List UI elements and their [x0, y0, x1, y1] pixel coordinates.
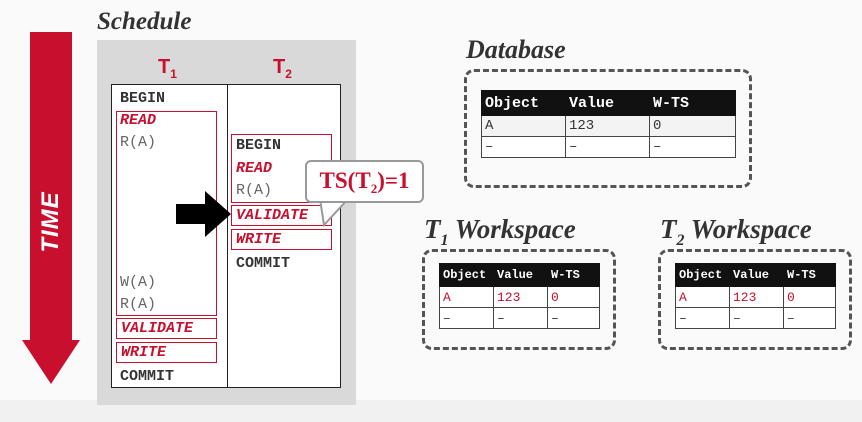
column-header: Value [729, 263, 784, 287]
footer-band [0, 400, 862, 422]
t1-op-write-a: W(A) [120, 274, 157, 291]
column-header: Value [565, 90, 650, 116]
table-cell: – [439, 307, 494, 329]
arrow-shaft [176, 204, 206, 224]
database-table: Object Value W-TS A 123 0 – – – [481, 90, 736, 158]
table-cell: – [493, 307, 548, 329]
schedule-title: Schedule [97, 8, 192, 35]
column-header: Value [493, 263, 548, 287]
column-header: Object [675, 263, 730, 287]
table-header-row: Object Value W-TS [439, 263, 600, 287]
callout-suffix: )=1 [377, 168, 410, 193]
table-cell: 0 [649, 115, 736, 137]
column-header: W-TS [783, 263, 836, 287]
table-row: A 123 0 [481, 115, 736, 137]
t2-op-write: WRITE [236, 231, 282, 248]
table-cell: 123 [493, 286, 548, 308]
table-header-row: Object Value W-TS [675, 263, 836, 287]
t1-workspace-title-main: T [424, 214, 441, 244]
t1-header-main: T [158, 56, 171, 78]
table-cell: A [675, 286, 730, 308]
t1-write-box [116, 342, 217, 363]
callout-prefix: TS(T [319, 168, 371, 193]
t2-workspace-title-sub: 2 [676, 232, 685, 249]
time-label: TIME [37, 191, 64, 253]
table-row: A 123 0 [439, 286, 600, 308]
table-cell: – [649, 136, 736, 158]
t1-workspace-box [422, 249, 616, 350]
column-header: Object [439, 263, 494, 287]
table-row: A 123 0 [675, 286, 836, 308]
table-cell: 123 [729, 286, 784, 308]
table-cell: A [481, 115, 566, 137]
table-cell: – [729, 307, 784, 329]
t2-op-commit: COMMIT [236, 255, 291, 272]
t2-op-validate: VALIDATE [236, 207, 309, 224]
table-row: – – – [675, 307, 836, 329]
callout-tail [318, 199, 350, 227]
t2-workspace-title: T2 Workspace [660, 214, 812, 249]
time-arrow: TIME [22, 32, 82, 384]
t1-op-write: WRITE [121, 344, 167, 361]
t1-workspace-table: Object Value W-TS A 123 0 – – – [439, 263, 600, 329]
t1-header: T1 [158, 56, 177, 81]
t2-header-sub: 2 [285, 67, 292, 81]
t2-op-read-a: R(A) [236, 182, 273, 199]
database-title: Database [466, 35, 566, 64]
table-header-row: Object Value W-TS [481, 90, 736, 116]
callout-sub: 2 [370, 181, 378, 196]
t2-header-main: T [273, 56, 286, 78]
table-cell: 0 [783, 286, 836, 308]
time-arrow-shaft [30, 32, 72, 340]
timestamp-callout: TS(T2)=1 [305, 160, 424, 203]
table-cell: A [439, 286, 494, 308]
t1-op-validate: VALIDATE [121, 320, 194, 337]
t1-workspace-title: T1 Workspace [424, 214, 576, 249]
table-cell: 0 [547, 286, 600, 308]
table-cell: – [675, 307, 730, 329]
t1-header-sub: 1 [170, 67, 177, 81]
table-cell: – [565, 136, 650, 158]
arrow-tip [205, 191, 231, 237]
t1-op-begin: BEGIN [120, 90, 166, 107]
table-cell: – [481, 136, 566, 158]
t2-workspace-box [658, 249, 852, 350]
t1-workspace-title-rest: Workspace [448, 214, 576, 244]
t2-op-begin: BEGIN [236, 137, 282, 154]
current-step-arrow-icon [176, 191, 231, 237]
t2-write-box [231, 229, 332, 250]
t2-workspace-title-rest: Workspace [684, 214, 812, 244]
table-cell: 123 [565, 115, 650, 137]
table-row: – – – [439, 307, 600, 329]
t2-header: T2 [273, 56, 292, 81]
t2-workspace-table: Object Value W-TS A 123 0 – – – [675, 263, 836, 329]
t2-workspace-title-main: T [660, 214, 677, 244]
t1-validate-box [116, 318, 217, 339]
column-header: W-TS [649, 90, 736, 116]
table-cell: – [783, 307, 836, 329]
t1-workspace-title-sub: 1 [440, 232, 449, 249]
t1-op-read-a-2: R(A) [120, 296, 157, 313]
table-row: – – – [481, 136, 736, 158]
t1-op-read: READ [120, 112, 157, 129]
time-arrow-head [22, 340, 80, 384]
table-cell: – [547, 307, 600, 329]
column-header: W-TS [547, 263, 600, 287]
column-header: Object [481, 90, 566, 116]
t1-op-commit: COMMIT [120, 368, 175, 385]
t2-op-read: READ [236, 160, 273, 177]
t1-op-read-a: R(A) [120, 134, 157, 151]
database-box [464, 69, 752, 188]
